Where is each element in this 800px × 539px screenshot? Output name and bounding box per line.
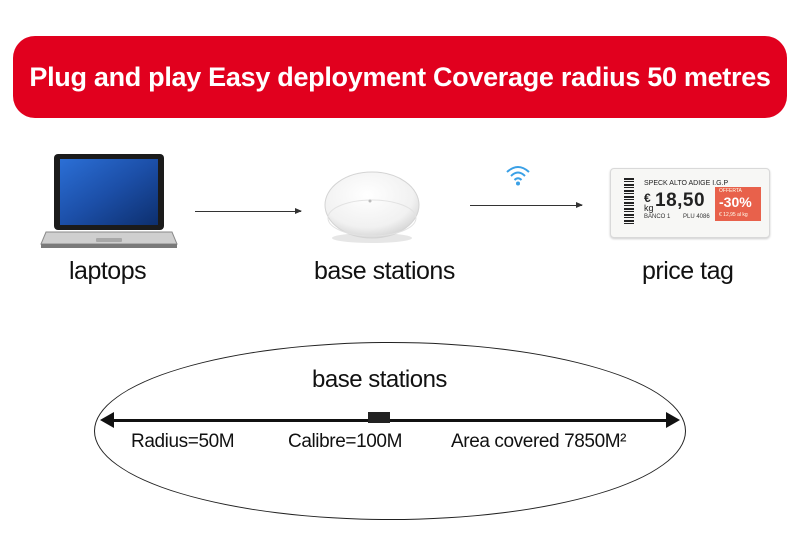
arrow-base-to-tag [470, 202, 583, 208]
arrow-laptop-to-base [195, 208, 302, 214]
base-station-icon [324, 171, 420, 243]
price-tag-barcode [624, 178, 634, 224]
node-label-base-stations: base stations [314, 257, 455, 285]
coverage-title: base stations [312, 366, 447, 393]
coverage-ellipse [94, 342, 686, 520]
price-tag-discount-label: OFFERTA [719, 188, 742, 194]
laptop-icon [40, 154, 178, 248]
node-label-price-tag: price tag [642, 257, 734, 285]
diameter-line [104, 419, 676, 422]
banner-title: Plug and play Easy deployment Coverage r… [29, 61, 771, 92]
price-tag-discount-panel: OFFERTA -30% € 12,95 al kg [715, 187, 761, 221]
price-tag-discount-price: € 12,95 al kg [719, 212, 748, 218]
base-station-marker [368, 412, 390, 423]
diameter-arrow-right [666, 412, 680, 428]
radius-label: Radius=50M [131, 431, 235, 452]
price-tag-footer-right: PLU 4086 [683, 214, 710, 220]
price-tag-price: 18,50 [655, 190, 706, 211]
diameter-arrow-left [100, 412, 114, 428]
calibre-label: Calibre=100M [288, 431, 403, 452]
price-tag-footer-left: BANCO 1 [644, 214, 671, 220]
node-label-laptops: laptops [69, 257, 147, 285]
wifi-icon [506, 166, 530, 186]
price-tag-header: SPECK ALTO ADIGE I.G.P [644, 180, 729, 187]
price-tag-discount: -30% [719, 194, 752, 210]
price-tag-icon: SPECK ALTO ADIGE I.G.P € kg 18,50 OFFERT… [610, 168, 770, 238]
area-label: Area covered 7850M² [451, 431, 627, 452]
price-tag-unit: kg [644, 203, 654, 213]
price-tag-currency: € [644, 191, 651, 205]
title-banner: Plug and play Easy deployment Coverage r… [13, 36, 787, 118]
